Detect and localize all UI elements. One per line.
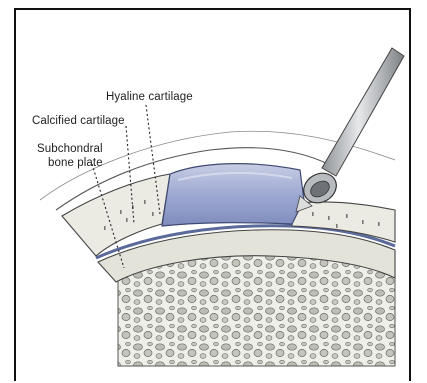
trabecular-bone <box>118 252 395 366</box>
label-hyaline-cartilage: Hyaline cartilage <box>106 91 193 104</box>
label-subchondral: Subchondral <box>37 143 103 156</box>
label-bone-plate: bone plate <box>48 157 103 170</box>
label-calcified-cartilage: Calcified cartilage <box>32 115 125 128</box>
curette-shaft <box>322 48 404 176</box>
